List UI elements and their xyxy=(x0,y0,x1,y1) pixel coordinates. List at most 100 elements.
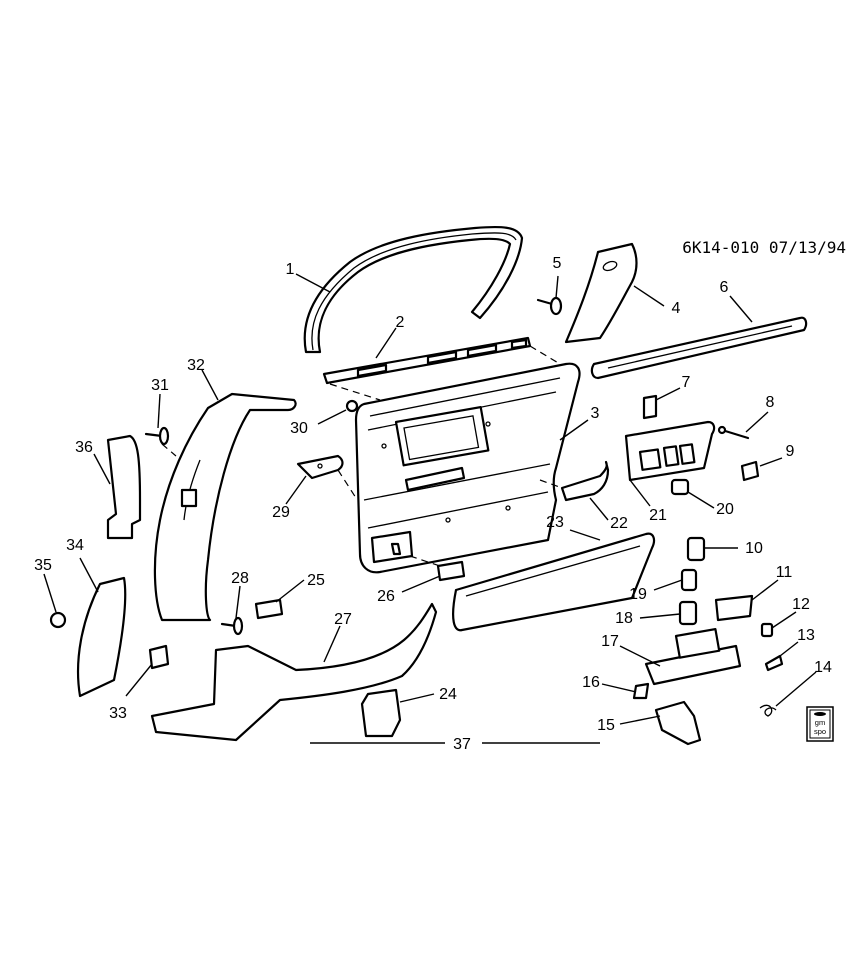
callout-13-number: 13 xyxy=(797,627,815,644)
callout-24: 24 xyxy=(399,686,457,703)
part-20-cap xyxy=(670,478,690,496)
part-13-bulb xyxy=(764,654,784,672)
callout-27: 27 xyxy=(323,611,352,663)
callout-30-number: 30 xyxy=(290,420,308,437)
callout-18-number: 18 xyxy=(615,610,633,627)
callout-9: 9 xyxy=(759,443,795,467)
callout-1-number: 1 xyxy=(286,261,295,278)
callout-37: 37 xyxy=(453,736,471,753)
callout-14-number: 14 xyxy=(814,659,832,676)
callout-34-number: 34 xyxy=(66,537,84,554)
callout-36-number: 36 xyxy=(75,439,93,456)
callout-18: 18 xyxy=(615,610,681,627)
callout-3-number: 3 xyxy=(591,405,600,422)
part-32-pillar-trim xyxy=(153,392,297,622)
callout-8-leader xyxy=(745,411,769,433)
callout-10-number: 10 xyxy=(745,540,763,557)
callout-1-leader xyxy=(295,273,331,293)
callout-27-number: 27 xyxy=(334,611,352,628)
callout-12-number: 12 xyxy=(792,596,810,613)
callout-13: 13 xyxy=(779,627,815,657)
callout-11-leader xyxy=(751,579,779,601)
callout-3: 3 xyxy=(559,405,600,441)
part-17-armrest-bezel xyxy=(644,627,742,686)
callout-5: 5 xyxy=(553,255,562,299)
callout-36-leader xyxy=(93,453,111,485)
part-8-screw xyxy=(717,425,750,440)
part-2-upper-retainer xyxy=(322,336,532,385)
callout-11: 11 xyxy=(751,564,793,601)
callout-37-number: 37 xyxy=(453,736,471,753)
callout-21-leader xyxy=(629,479,651,507)
part-18-switch xyxy=(678,600,698,626)
callout-4-number: 4 xyxy=(672,300,681,317)
callout-20-number: 20 xyxy=(716,501,734,518)
callout-23-number: 23 xyxy=(546,514,564,531)
callout-14: 14 xyxy=(775,659,832,707)
callout-35: 35 xyxy=(34,557,57,613)
callout-30-leader xyxy=(317,409,347,425)
callout-16-number: 16 xyxy=(582,674,600,691)
callout-14-leader xyxy=(775,671,817,707)
part-21-switch-bezel xyxy=(624,420,716,482)
part-14-spring xyxy=(759,704,777,717)
part-28-fastener xyxy=(220,616,244,636)
callout-4: 4 xyxy=(633,285,681,317)
callout-25-leader xyxy=(275,579,305,603)
callout-7: 7 xyxy=(655,374,691,401)
callout-17: 17 xyxy=(601,633,661,667)
callout-36: 36 xyxy=(75,439,111,485)
part-9-clip xyxy=(740,460,760,482)
part-26-lamp-lens xyxy=(436,560,466,582)
assembly-lines xyxy=(161,345,563,567)
callout-28-leader xyxy=(235,585,241,619)
part-22-pull-handle xyxy=(560,460,610,502)
callout-1: 1 xyxy=(286,261,331,293)
callout-32: 32 xyxy=(187,357,219,401)
callout-24-number: 24 xyxy=(439,686,457,703)
callout-21-number: 21 xyxy=(649,507,667,524)
part-29-bracket xyxy=(296,454,344,480)
callout-9-number: 9 xyxy=(786,443,795,460)
callout-33-number: 33 xyxy=(109,705,127,722)
part-27-sill-plate xyxy=(150,602,438,742)
part-25-clip xyxy=(254,598,284,620)
callout-29-number: 29 xyxy=(272,504,290,521)
callout-11-number: 11 xyxy=(776,564,793,581)
callout-28: 28 xyxy=(231,570,249,619)
callout-3-leader xyxy=(559,419,589,441)
part-1-window-weatherstrip xyxy=(303,225,524,354)
callout-25: 25 xyxy=(275,572,325,603)
callout-23: 23 xyxy=(546,514,601,541)
part-4-inner-cover xyxy=(564,242,638,344)
logo-text-gm: gm xyxy=(815,718,825,727)
part-34-kick-panel xyxy=(76,576,127,698)
part-12-bulb xyxy=(760,622,774,638)
part-11-lamp-housing xyxy=(714,594,754,622)
callout-4-leader xyxy=(633,285,665,307)
callout-19-leader xyxy=(653,579,683,591)
callout-20: 20 xyxy=(687,491,734,518)
callout-26-number: 26 xyxy=(377,588,395,605)
part-31-fastener xyxy=(144,426,170,446)
callout-8: 8 xyxy=(745,394,775,433)
callout-22-number: 22 xyxy=(610,515,628,532)
callout-10: 10 xyxy=(704,540,763,557)
part-15-switch-assembly xyxy=(654,700,702,746)
part-5-screw xyxy=(536,296,563,316)
callout-24-leader xyxy=(399,693,435,703)
callout-6-leader xyxy=(729,295,753,323)
callout-33: 33 xyxy=(109,663,153,722)
callout-15-number: 15 xyxy=(597,717,615,734)
callout-32-leader xyxy=(201,369,219,401)
part-23-lower-trim-panel xyxy=(452,532,656,632)
part-16-clip xyxy=(632,682,650,700)
callout-22-leader xyxy=(589,497,609,521)
callout-15-leader xyxy=(619,715,661,725)
part-33-clip xyxy=(148,644,170,670)
callout-29: 29 xyxy=(272,475,307,521)
part-24-bracket xyxy=(360,688,402,738)
callout-29-leader xyxy=(285,475,307,505)
callout-7-number: 7 xyxy=(682,374,691,391)
